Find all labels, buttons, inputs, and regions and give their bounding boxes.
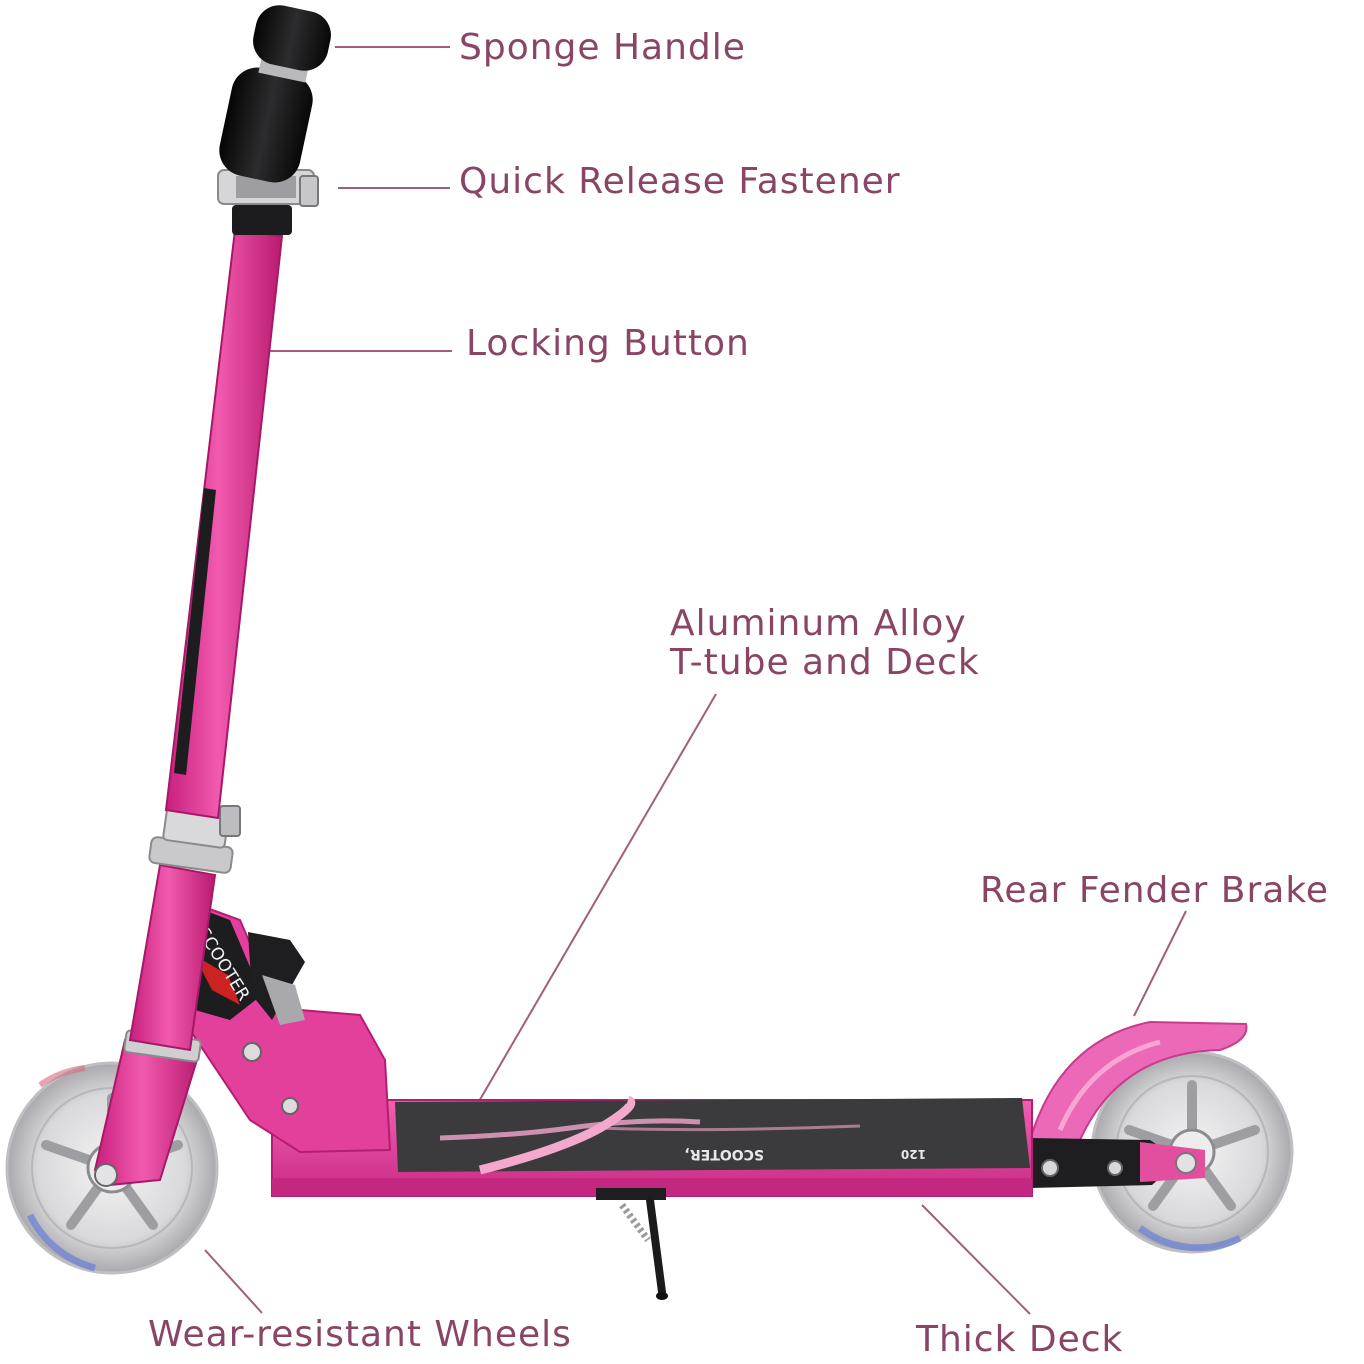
- deck-brand-text: SCOOTER,: [684, 1146, 764, 1162]
- lower-clamp: [148, 803, 241, 874]
- leader-aluminum: [477, 693, 717, 1104]
- kickstand: [596, 1188, 668, 1300]
- label-aluminum-alloy: Aluminum Alloy: [670, 603, 967, 644]
- deck-number-text: 120: [901, 1147, 926, 1161]
- rear-bracket: [1030, 1138, 1205, 1188]
- lower-tube: [128, 863, 217, 1052]
- leader-rear-brake: [1133, 910, 1187, 1017]
- label-locking-button: Locking Button: [466, 323, 750, 364]
- label-t-tube-and-deck: T-tube and Deck: [670, 642, 980, 683]
- deck: SCOOTER, 120: [271, 1095, 1033, 1197]
- label-thick-deck: Thick Deck: [916, 1319, 1124, 1360]
- rear-fender: [1028, 1020, 1248, 1141]
- label-sponge-handle: Sponge Handle: [459, 27, 746, 68]
- leader-wheels: [204, 1249, 263, 1314]
- quick-release-clamp: [217, 169, 319, 235]
- tube-decal: [174, 488, 216, 775]
- leader-thick-deck: [921, 1204, 1031, 1315]
- label-rear-fender-brake: Rear Fender Brake: [980, 870, 1330, 911]
- leader-lines: [204, 46, 1187, 1315]
- folding-mechanism: SCOOTER: [183, 898, 392, 1154]
- label-wear-resistant-wheels: Wear-resistant Wheels: [148, 1314, 572, 1355]
- sponge-handle: [219, 5, 331, 183]
- label-quick-release-fastener: Quick Release Fastener: [459, 161, 901, 202]
